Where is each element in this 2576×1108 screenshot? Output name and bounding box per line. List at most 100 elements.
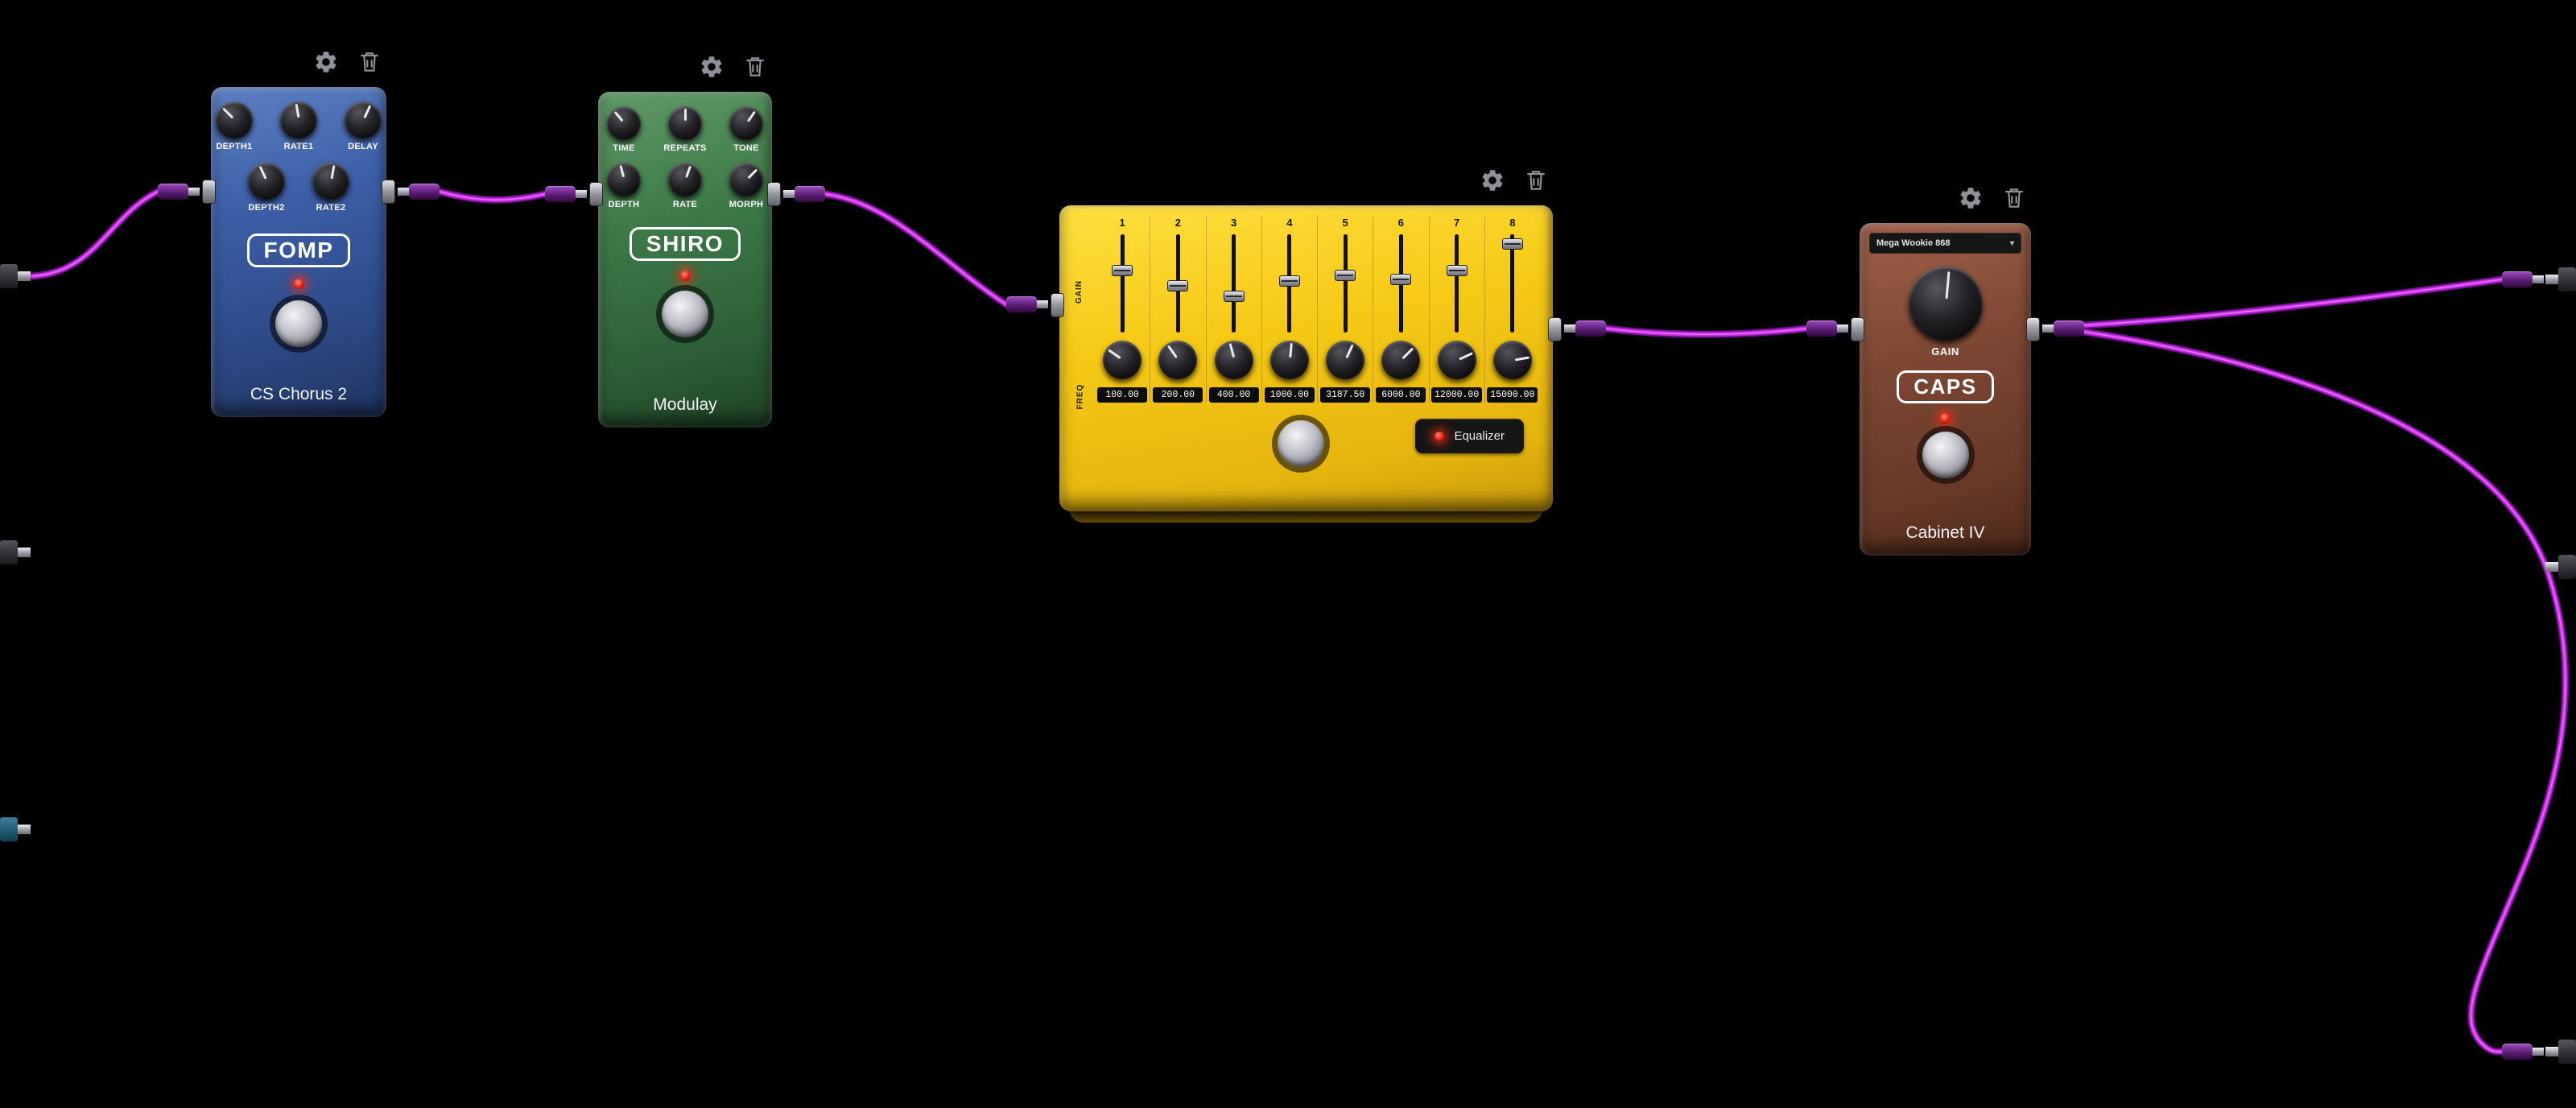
board-output-jack-3[interactable]	[2544, 1040, 2576, 1064]
eq-gain-slider[interactable]	[1318, 231, 1373, 336]
knob-depth[interactable]: DEPTH	[601, 163, 647, 209]
jack-body	[0, 817, 18, 841]
knob-rate1[interactable]: RATE1	[275, 101, 322, 151]
board-input-jack-2[interactable]	[0, 540, 32, 564]
knob-repeats[interactable]: REPEATS	[662, 106, 708, 153]
eq-band-5: 5 3187.50	[1317, 217, 1373, 403]
trash-icon[interactable]	[2000, 184, 2028, 212]
cable-plug[interactable]	[2042, 320, 2084, 337]
eq-freq-knob[interactable]	[1214, 341, 1253, 379]
footswitch[interactable]	[662, 291, 708, 337]
eq-gain-slider[interactable]	[1207, 231, 1261, 336]
board-output-jack-2[interactable]	[2544, 555, 2576, 579]
knob-tone[interactable]: TONE	[723, 106, 770, 153]
settings-icon[interactable]	[1957, 184, 1984, 212]
eq-band-2: 2 200.00	[1150, 217, 1205, 403]
eq-gain-slider[interactable]	[1095, 231, 1150, 336]
eq-freq-value[interactable]: 12000.00	[1431, 387, 1483, 403]
eq-gain-slider[interactable]	[1150, 231, 1205, 336]
output-jack-nut[interactable]	[768, 183, 780, 205]
cable-plug[interactable]	[2502, 1044, 2544, 1060]
eq-freq-knob[interactable]	[1492, 341, 1532, 379]
trash-icon[interactable]	[741, 53, 769, 81]
cable-plug[interactable]	[545, 186, 587, 202]
input-jack-nut[interactable]	[1051, 294, 1063, 316]
slider-handle[interactable]	[1223, 290, 1245, 302]
jack-shaft	[2545, 562, 2558, 572]
plug-shaft	[1037, 300, 1048, 308]
plug-body	[409, 184, 440, 200]
eq-freq-knob[interactable]	[1326, 341, 1365, 379]
settings-icon[interactable]	[1479, 167, 1506, 194]
knob-rate2[interactable]: RATE2	[308, 163, 354, 213]
input-jack-nut[interactable]	[203, 180, 215, 203]
knob-pointer	[603, 159, 644, 200]
knob-pointer	[1373, 333, 1428, 387]
slider-handle[interactable]	[1278, 275, 1300, 287]
knob-depth2[interactable]: DEPTH2	[243, 163, 290, 213]
settings-icon[interactable]	[312, 48, 340, 76]
eq-freq-knob[interactable]	[1437, 341, 1476, 379]
board-input-jack-3-blue-plug[interactable]	[0, 817, 32, 841]
cabinet-model-dropdown[interactable]: Mega Wookie 868 ▾	[1869, 233, 2021, 254]
cable-plug[interactable]	[2502, 271, 2544, 287]
eq-gain-slider[interactable]	[1262, 231, 1317, 336]
eq-freq-value[interactable]: 400.00	[1208, 387, 1259, 403]
footswitch[interactable]	[1277, 420, 1324, 467]
jack-shaft	[18, 548, 31, 557]
pedal-fomp[interactable]: DEPTH1 RATE1 DELAY DEPTH2 RATE2 FOMP CS …	[203, 87, 394, 417]
eq-freq-value[interactable]: 3187.50	[1320, 387, 1371, 403]
eq-freq-knob[interactable]	[1269, 339, 1311, 381]
eq-freq-value[interactable]: 100.00	[1097, 387, 1148, 403]
eq-freq-value[interactable]: 1000.00	[1264, 387, 1315, 403]
pedal-caps[interactable]: Mega Wookie 868 ▾ GAIN CAPS Cabinet IV	[1852, 223, 2039, 556]
cable-plug[interactable]	[398, 184, 440, 200]
knob-morph[interactable]: MORPH	[723, 163, 770, 209]
input-jack-nut[interactable]	[1852, 318, 1864, 341]
slider-handle[interactable]	[1167, 279, 1189, 291]
trash-icon[interactable]	[356, 48, 383, 76]
eq-gain-slider[interactable]	[1373, 231, 1428, 336]
eq-freq-knob[interactable]	[1103, 341, 1142, 379]
knob-pointer	[1269, 339, 1311, 381]
settings-icon[interactable]	[698, 53, 725, 81]
slider-handle[interactable]	[1112, 265, 1133, 277]
knob-delay[interactable]: DELAY	[340, 101, 386, 151]
pedal-equalizer[interactable]: GAIN FREQ 1 100.00 2 200.00	[1051, 205, 1561, 523]
cable-plug[interactable]	[1806, 320, 1848, 337]
knob-rate[interactable]: RATE	[662, 163, 708, 209]
output-jack-nut[interactable]	[1549, 318, 1561, 341]
gain-knob[interactable]	[1908, 267, 1983, 341]
knob-time[interactable]: TIME	[601, 106, 647, 153]
eq-freq-value[interactable]: 6000.00	[1376, 387, 1426, 403]
board-output-jack-1[interactable]	[2544, 267, 2576, 291]
eq-freq-value[interactable]: 200.00	[1153, 387, 1203, 403]
eq-name-plate[interactable]: Equalizer	[1415, 419, 1524, 453]
cable-plug[interactable]	[158, 184, 200, 200]
cable-plug[interactable]	[1564, 320, 1606, 337]
board-input-jack-1[interactable]	[0, 264, 32, 288]
pedal-shiro[interactable]: TIME REPEATS TONE DEPTH RATE MORPH SHIRO…	[590, 92, 780, 428]
eq-gain-slider[interactable]	[1485, 231, 1540, 336]
slider-handle[interactable]	[1390, 273, 1412, 285]
footswitch[interactable]	[275, 300, 322, 347]
trash-icon[interactable]	[1522, 167, 1550, 194]
eq-gain-slider[interactable]	[1430, 231, 1484, 336]
slider-handle[interactable]	[1501, 238, 1523, 250]
cable-plug[interactable]	[1006, 296, 1048, 312]
slider-handle[interactable]	[1335, 269, 1356, 281]
knob-pointer	[1905, 263, 1986, 344]
output-jack-nut[interactable]	[2027, 318, 2039, 341]
knob-label: RATE	[672, 200, 698, 209]
output-jack-nut[interactable]	[382, 180, 394, 203]
slider-handle[interactable]	[1446, 265, 1468, 277]
eq-freq-value[interactable]: 15000.00	[1487, 387, 1538, 403]
knob-depth1[interactable]: DEPTH1	[211, 101, 258, 151]
plug-shaft	[2533, 1048, 2544, 1056]
footswitch[interactable]	[1922, 432, 1969, 478]
cable-plug[interactable]	[783, 186, 825, 202]
input-jack-nut[interactable]	[590, 183, 602, 205]
eq-freq-knob[interactable]	[1158, 341, 1198, 379]
knob-pointer	[723, 100, 770, 147]
eq-freq-knob[interactable]	[1381, 341, 1421, 379]
